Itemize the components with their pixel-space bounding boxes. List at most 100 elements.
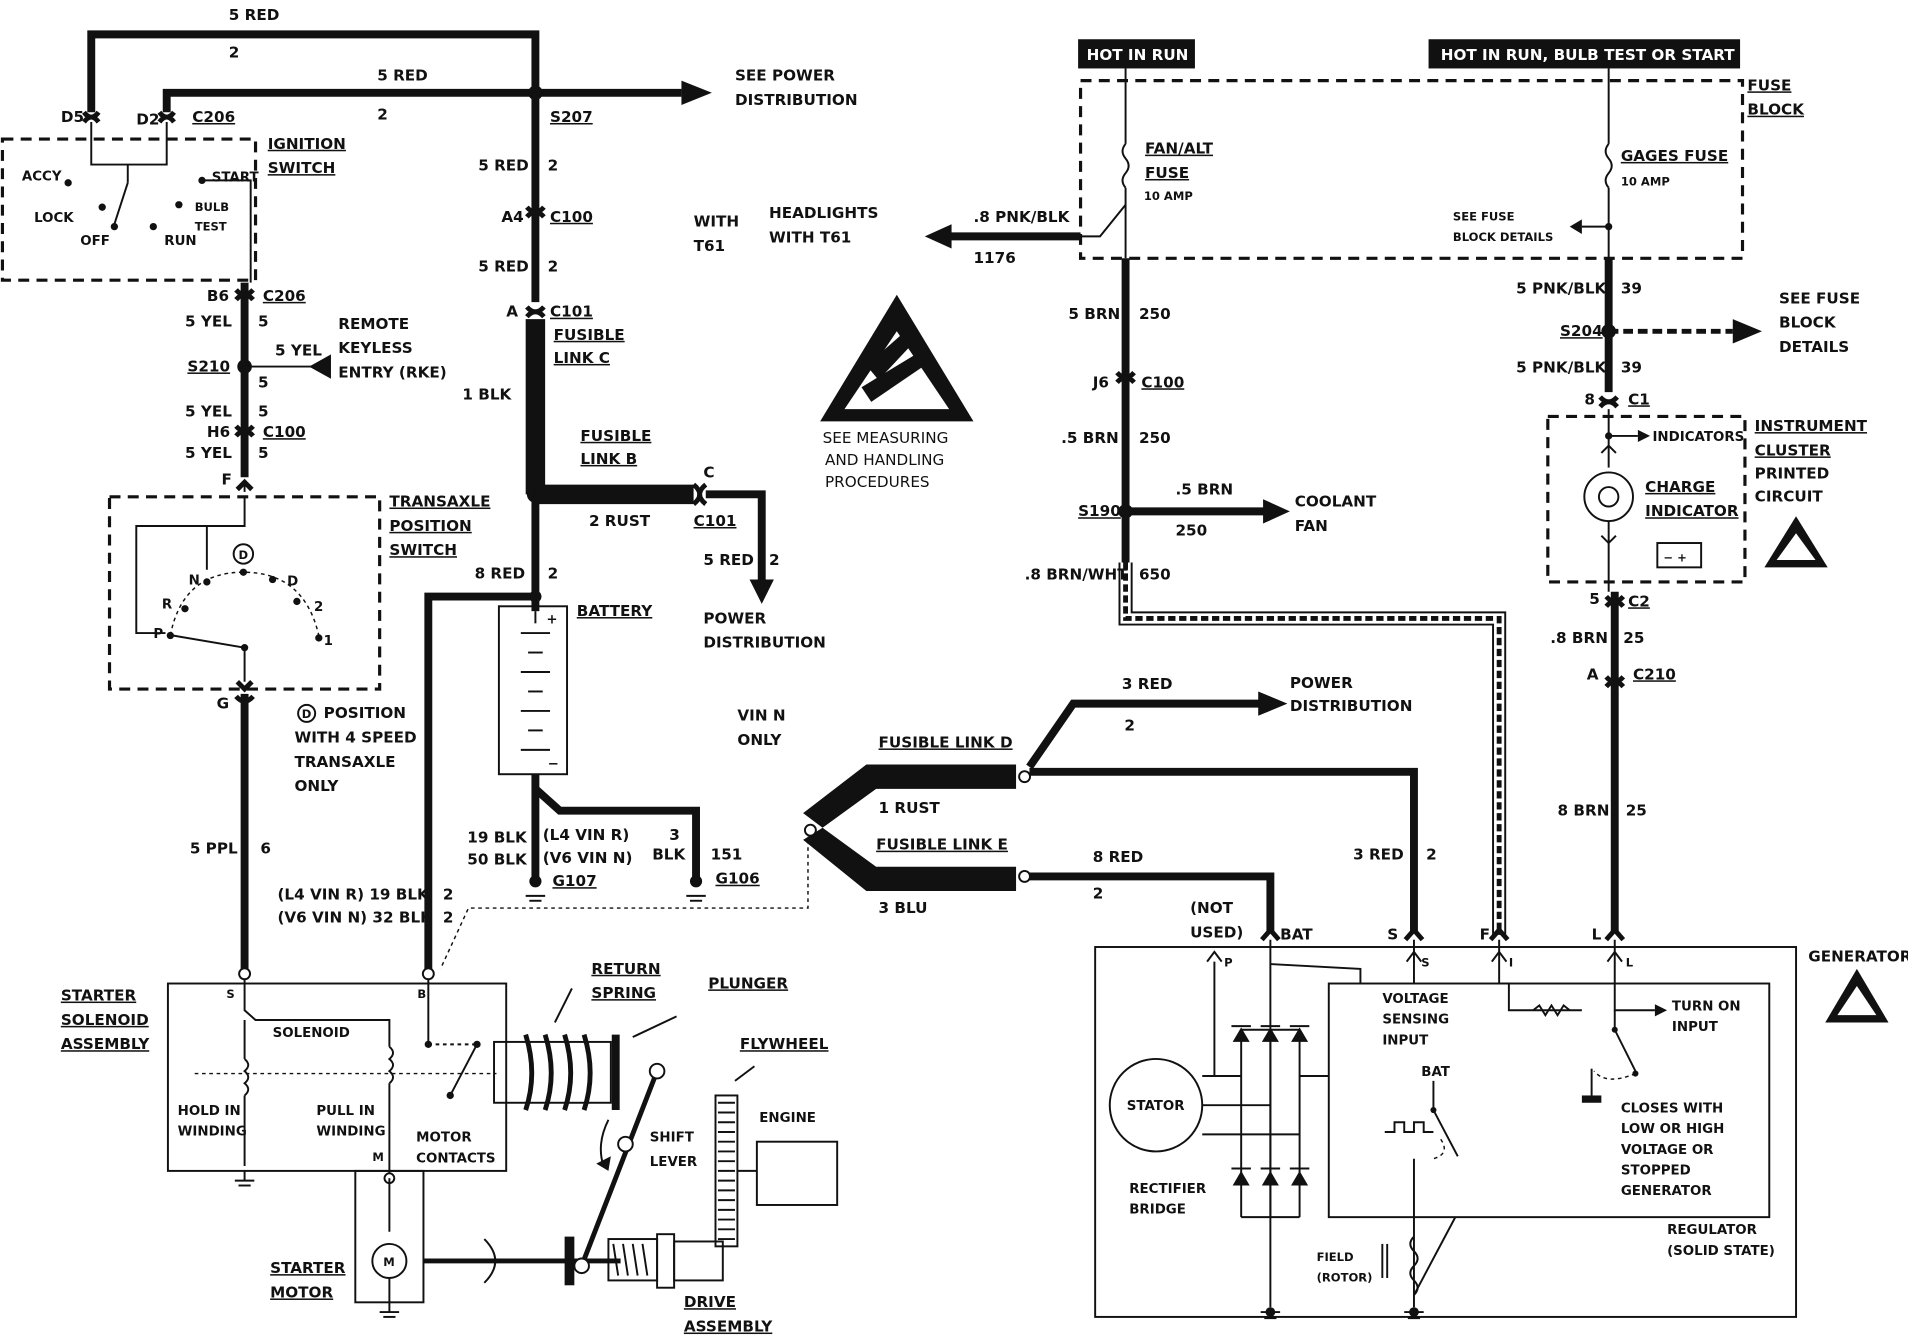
label-a-c210: A — [1587, 665, 1599, 683]
ten-amp-a: 10 AMP — [1144, 189, 1193, 203]
motor-m: M — [383, 1255, 395, 1269]
closes-with-1: CLOSES WITH — [1621, 1101, 1723, 1116]
label-h6: H6 — [207, 423, 230, 441]
transaxle-position-switch — [107, 478, 382, 693]
label-5yel-b: 5 YEL — [275, 342, 322, 360]
shift-lever-1: SHIFT — [650, 1131, 695, 1146]
svg-text:−: − — [548, 757, 559, 772]
esd-icon-generator — [1825, 968, 1889, 1023]
label-j6: J6 — [1092, 373, 1109, 391]
drive-assembly-2: ASSEMBLY — [684, 1318, 773, 1336]
flywheel-label: FLYWHEEL — [740, 1035, 829, 1053]
label-accy: ACCY — [22, 169, 62, 184]
label-250-a: 250 — [1139, 305, 1171, 323]
label-6: 6 — [260, 839, 271, 857]
label-3red-a: 3 RED — [1122, 675, 1173, 693]
label-v6-32blk: (V6 VIN N) 32 BLK — [277, 909, 433, 927]
tx-p: P — [153, 627, 163, 642]
fusible-link-d: FUSIBLE LINK D — [879, 733, 1013, 751]
wire-5yel — [234, 282, 331, 478]
rke-label-1: REMOTE — [338, 315, 409, 333]
label-1rust: 1 RUST — [879, 799, 941, 817]
starter-solenoid-2: SOLENOID — [61, 1011, 149, 1029]
m-term: M — [372, 1150, 384, 1164]
label-3red-b: 3 RED — [1353, 845, 1404, 863]
wire-brn — [1115, 258, 1507, 935]
label-5red-2: 5 RED — [377, 67, 428, 85]
label-c1: C1 — [1628, 390, 1650, 408]
label-2-h: 2 — [443, 909, 454, 927]
see-measuring-3: PROCEDURES — [825, 473, 930, 491]
fan-alt-fuse-1: FAN/ALT — [1145, 140, 1214, 158]
label-1blk: 1 BLK — [462, 385, 512, 403]
generator — [1094, 926, 1798, 1320]
label-50blk: 50 BLK — [467, 850, 528, 868]
label-g106: G106 — [716, 870, 760, 888]
label-8brn-b: 8 BRN — [1558, 802, 1610, 820]
label-5red-4: 5 RED — [478, 258, 529, 276]
regulator-2: (SOLID STATE) — [1667, 1244, 1775, 1259]
label-25-b: 25 — [1626, 802, 1647, 820]
instrument-cluster-2: CLUSTER — [1755, 441, 1831, 459]
label-bat-pin: BAT — [1280, 926, 1313, 944]
voltage-sensing-3: INPUT — [1382, 1033, 1429, 1048]
transaxle-label-3: SWITCH — [389, 541, 457, 559]
charge-indicator-2: INDICATOR — [1645, 502, 1739, 520]
label-151: 151 — [711, 845, 743, 863]
svg-text:+: + — [546, 612, 557, 627]
label-a4: A4 — [501, 208, 523, 226]
fuse-block-1: FUSE — [1747, 76, 1791, 94]
tx-1: 1 — [324, 634, 333, 649]
gages-fuse: GAGES FUSE — [1621, 147, 1728, 165]
rectifier-2: BRIDGE — [1129, 1202, 1186, 1217]
voltage-sensing-2: SENSING — [1382, 1013, 1449, 1028]
see-fuse-b-3: DETAILS — [1779, 338, 1849, 356]
return-spring-2: SPRING — [591, 984, 656, 1002]
label-s204: S204 — [1560, 322, 1603, 340]
closes-with-2: LOW OR HIGH — [1621, 1122, 1725, 1137]
pull-in-2: WINDING — [316, 1125, 385, 1140]
label-2rust: 2 RUST — [589, 512, 651, 530]
label-2-j: 2 — [1093, 884, 1104, 902]
label-8red: 8 RED — [475, 564, 526, 582]
label-start: START — [212, 171, 260, 186]
label-650: 650 — [1139, 566, 1171, 584]
see-fuse-block-details-1: SEE FUSE — [1453, 210, 1515, 224]
label-c2: C2 — [1628, 592, 1650, 610]
hot-in-run-bulb: HOT IN RUN, BULB TEST OR START — [1441, 46, 1736, 64]
label-5red-5: 5 RED — [703, 551, 754, 569]
fan-alt-fuse-2: FUSE — [1145, 164, 1189, 182]
label-f-pin-gen: F — [1480, 926, 1490, 944]
instrument-cluster: − + — [1546, 409, 1747, 592]
label-2-f: 2 — [548, 564, 559, 582]
see-fuse-b-2: BLOCK — [1779, 314, 1837, 332]
label-c101: C101 — [550, 303, 593, 321]
return-spring-1: RETURN — [591, 960, 660, 978]
svg-text:− +: − + — [1663, 550, 1686, 564]
label-8red-b: 8 RED — [1093, 848, 1144, 866]
shift-lever-2: LEVER — [650, 1155, 698, 1170]
d-position-3: TRANSAXLE — [294, 753, 395, 771]
see-fuse-block-details-2: BLOCK DETAILS — [1453, 230, 1553, 244]
connector-c206-top — [82, 110, 176, 124]
fuse-block-2: BLOCK — [1747, 101, 1805, 119]
label-s210: S210 — [187, 357, 230, 375]
label-f-pin: F — [221, 471, 231, 489]
transaxle-label-1: TRANSAXLE — [389, 493, 490, 511]
label-5-d: 5 — [258, 444, 269, 462]
ten-amp-b: 10 AMP — [1621, 174, 1670, 188]
label-b6: B6 — [207, 287, 229, 305]
wire-battery-ground — [525, 774, 706, 902]
d-position-2: WITH 4 SPEED — [294, 729, 416, 747]
label-8brnwht: .8 BRN/WHT — [1025, 566, 1129, 584]
tx-d-circle: D — [239, 548, 249, 562]
label-l4-19blk: (L4 VIN R) 19 BLK — [277, 886, 430, 904]
label-d5: D5 — [61, 108, 84, 126]
power-dist-a-2: DISTRIBUTION — [703, 634, 826, 652]
hold-in-2: WINDING — [178, 1125, 247, 1140]
closes-with-3: VOLTAGE OR — [1621, 1143, 1714, 1158]
see-power-distribution-1: SEE POWER — [735, 67, 835, 85]
wire-vin-n-dotted — [439, 832, 809, 970]
see-power-distribution-2: DISTRIBUTION — [735, 91, 858, 109]
solenoid-label: SOLENOID — [273, 1026, 350, 1041]
